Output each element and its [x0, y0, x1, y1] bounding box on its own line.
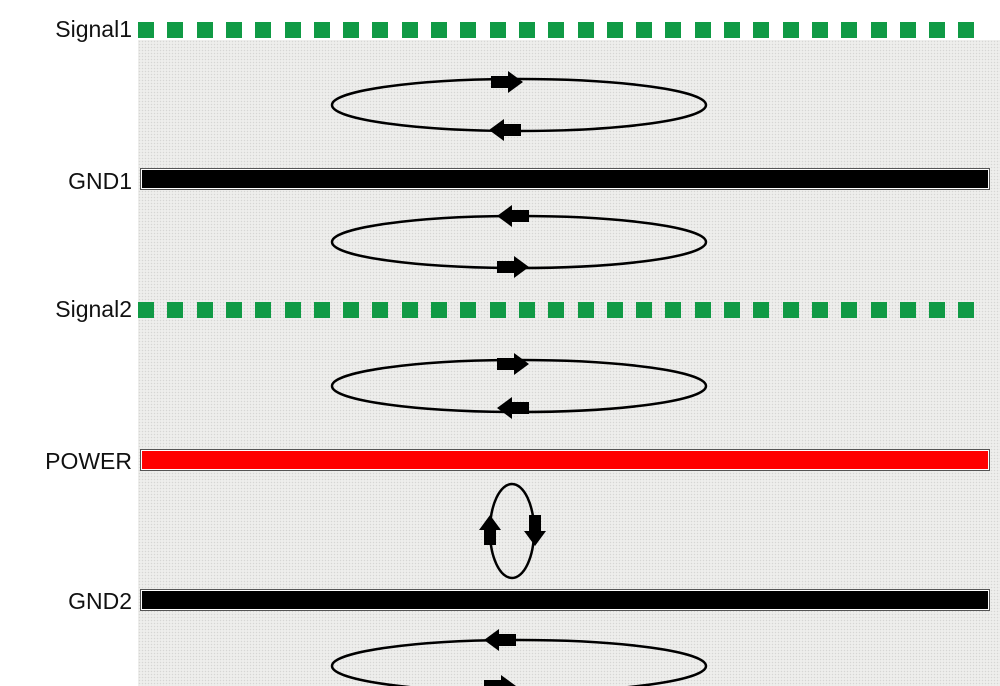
arrow-right-icon — [484, 675, 516, 686]
arrow-up-icon — [479, 515, 501, 545]
trace-segment — [753, 22, 770, 38]
trace-segment — [343, 22, 360, 38]
trace-segment — [694, 22, 711, 38]
current-loop-3 — [330, 353, 708, 419]
gnd1-label: GND1 — [68, 168, 132, 194]
trace-segment — [929, 302, 946, 318]
trace-segment — [811, 22, 828, 38]
trace-segment — [929, 22, 946, 38]
trace-segment — [636, 22, 653, 38]
trace-segment — [694, 302, 711, 318]
current-loop-5 — [330, 629, 708, 686]
trace-segment — [431, 22, 447, 38]
trace-segment — [372, 22, 389, 38]
trace-segment — [518, 302, 535, 318]
trace-segment — [489, 302, 506, 318]
signal2-trace — [138, 302, 988, 318]
trace-segment — [724, 302, 740, 318]
trace-segment — [167, 302, 184, 318]
trace-segment — [196, 22, 213, 38]
trace-segment — [577, 22, 594, 38]
loop-1-ellipse — [330, 77, 708, 133]
trace-segment — [606, 22, 623, 38]
trace-segment — [899, 302, 916, 318]
arrow-down-icon — [524, 515, 546, 546]
arrow-left-icon — [497, 205, 529, 227]
loop-5-ellipse — [330, 638, 708, 686]
trace-segment — [343, 302, 360, 318]
arrow-left-icon — [497, 397, 529, 419]
trace-segment — [811, 302, 828, 318]
trace-segment — [313, 302, 330, 318]
trace-segment — [225, 22, 242, 38]
trace-segment — [138, 22, 154, 38]
signal1-label: Signal1 — [55, 16, 132, 42]
trace-segment — [782, 22, 799, 38]
trace-segment — [431, 302, 447, 318]
trace-segment — [284, 302, 301, 318]
trace-segment — [870, 302, 887, 318]
signal2-label: Signal2 — [55, 296, 132, 322]
trace-segment — [841, 302, 858, 318]
trace-segment — [401, 22, 418, 38]
trace-segment — [225, 302, 242, 318]
trace-segment — [548, 302, 565, 318]
trace-segment — [870, 22, 887, 38]
power-plane — [140, 449, 990, 471]
gnd2-label: GND2 — [68, 588, 132, 614]
trace-segment — [548, 22, 565, 38]
trace-segment — [401, 302, 418, 318]
trace-segment — [489, 22, 506, 38]
arrow-right-icon — [497, 256, 529, 278]
trace-segment — [841, 22, 858, 38]
trace-segment — [636, 302, 653, 318]
trace-segment — [606, 302, 623, 318]
trace-segment — [577, 302, 594, 318]
arrow-right-icon — [491, 71, 523, 93]
arrow-right-icon — [497, 353, 529, 375]
trace-segment — [255, 22, 272, 38]
trace-segment — [782, 302, 799, 318]
trace-segment — [958, 22, 975, 38]
trace-segment — [665, 302, 682, 318]
trace-segment — [753, 302, 770, 318]
trace-segment — [899, 22, 916, 38]
gnd2-plane — [140, 589, 990, 611]
trace-segment — [518, 22, 535, 38]
trace-segment — [138, 302, 154, 318]
trace-segment — [665, 22, 682, 38]
current-loop-2 — [330, 205, 708, 278]
trace-segment — [460, 302, 477, 318]
power-label: POWER — [45, 448, 132, 474]
trace-segment — [958, 302, 975, 318]
current-loop-1 — [330, 71, 708, 141]
current-loop-4 — [479, 482, 546, 580]
signal1-trace — [138, 22, 988, 38]
trace-segment — [284, 22, 301, 38]
trace-segment — [313, 22, 330, 38]
trace-segment — [255, 302, 272, 318]
arrow-left-icon — [484, 629, 516, 651]
trace-segment — [724, 22, 740, 38]
trace-segment — [372, 302, 389, 318]
dielectric-substrate — [138, 40, 1000, 686]
trace-segment — [167, 22, 184, 38]
gnd1-plane — [140, 168, 990, 190]
trace-segment — [196, 302, 213, 318]
trace-segment — [460, 22, 477, 38]
arrow-left-icon — [489, 119, 521, 141]
